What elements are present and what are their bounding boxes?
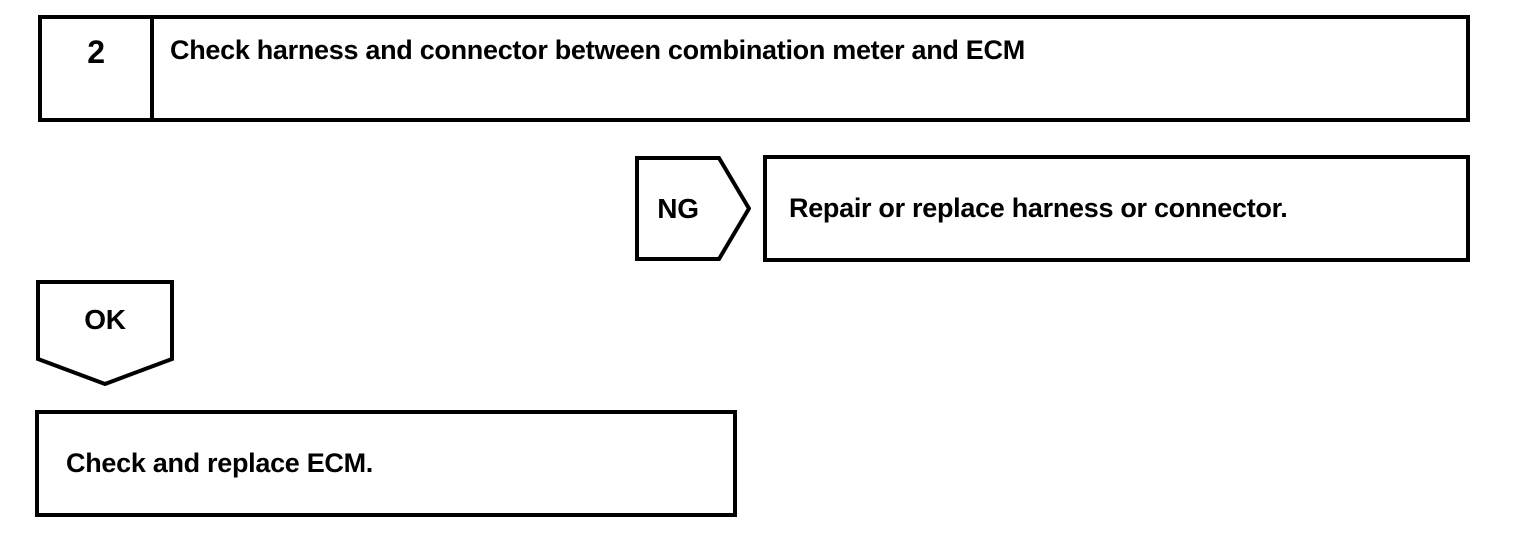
ng-action-text: Repair or replace harness or connector. xyxy=(789,193,1288,223)
ng-label: NG xyxy=(657,192,699,224)
right-arrow-pentagon-icon xyxy=(635,156,751,261)
ng-action-box: Repair or replace harness or connector. xyxy=(763,155,1470,262)
step-title: Check harness and connector between comb… xyxy=(170,35,1025,65)
ok-action-box: Check and replace ECM. xyxy=(35,410,737,517)
ok-label: OK xyxy=(84,304,126,335)
down-arrow-pentagon-icon xyxy=(36,280,174,386)
step-number: 2 xyxy=(42,19,154,118)
ng-connector: NG xyxy=(635,156,751,261)
ok-connector: OK xyxy=(36,280,174,386)
ok-action-text: Check and replace ECM. xyxy=(66,448,374,478)
step-box: 2 Check harness and connector between co… xyxy=(38,15,1470,122)
